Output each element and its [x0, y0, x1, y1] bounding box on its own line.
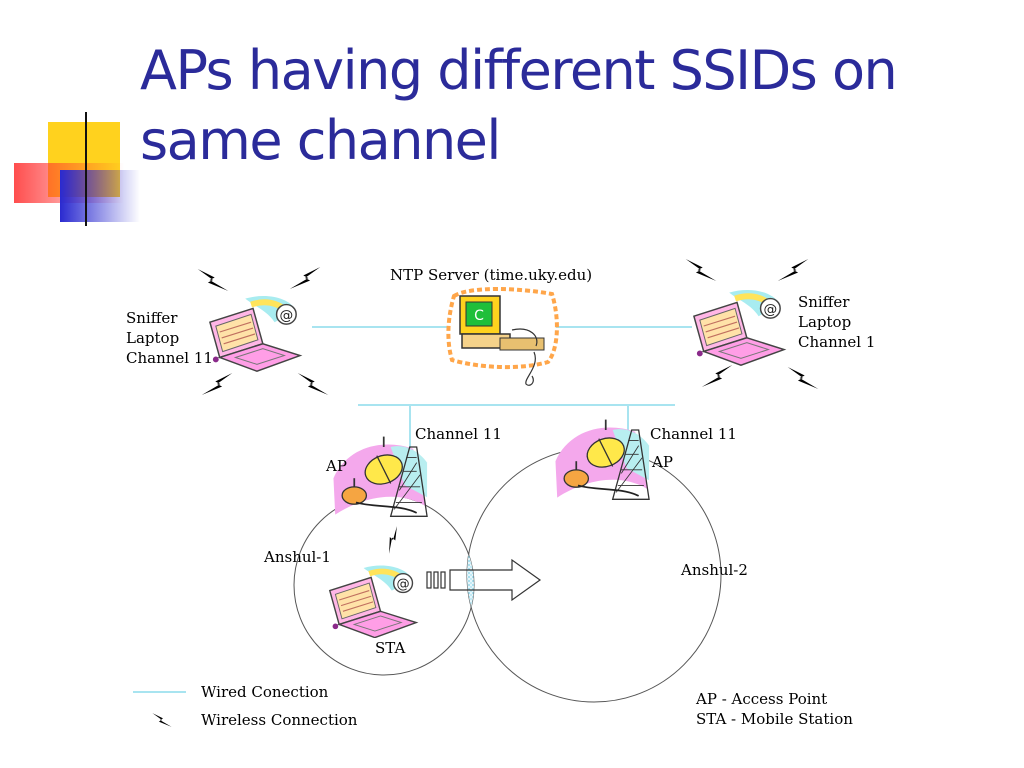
- lightning-bolt-icon: [701, 364, 733, 388]
- roaming-arrow-icon: [426, 558, 542, 602]
- legend-ap-definition: AP - Access Point: [696, 690, 828, 708]
- legend-sta-definition: STA - Mobile Station: [696, 710, 853, 728]
- ap-right-label: AP: [652, 453, 673, 471]
- sniffer-left-label: Sniffer Laptop Channel 11: [126, 308, 213, 368]
- lightning-bolt-icon: [201, 372, 233, 396]
- deco-blue-bar: [60, 170, 140, 222]
- lightning-bolt-icon: [777, 258, 809, 282]
- ntp-server-label: NTP Server (time.uky.edu): [390, 266, 593, 284]
- access-point-antenna-icon-right: [554, 418, 651, 501]
- slide-title: APs having different SSIDs on same chann…: [140, 36, 1000, 176]
- laptop-icon-sta: [330, 566, 416, 638]
- laptop-icon-sniffer-left: [210, 296, 300, 371]
- sniffer-right-line-1: Sniffer: [798, 293, 850, 311]
- sta-label: STA: [375, 639, 406, 657]
- sniffer-left-line-3: Channel 11: [126, 349, 213, 367]
- lightning-bolt-icon: [289, 266, 321, 290]
- sniffer-left-line-1: Sniffer: [126, 309, 178, 327]
- lightning-bolt-icon: [197, 268, 229, 292]
- legend-wireless-bolt: [152, 713, 172, 727]
- sniffer-right-line-2: Laptop: [798, 313, 852, 331]
- title-decoration: [14, 112, 1010, 226]
- title-line-1: APs having different SSIDs on: [140, 39, 898, 102]
- access-point-antenna-icon-left: [332, 435, 429, 518]
- ap-left-label: AP: [326, 457, 347, 475]
- title-line-2: same channel: [140, 109, 501, 172]
- sniffer-left-line-2: Laptop: [126, 329, 180, 347]
- lightning-bolt-icon: [297, 372, 329, 396]
- sniffer-right-label: Sniffer Laptop Channel 1: [798, 292, 875, 352]
- lightning-bolt-icon: [381, 526, 405, 554]
- ssid-anshul-1-label: Anshul-1: [264, 548, 331, 566]
- laptop-icon-sniffer-right: [694, 290, 784, 365]
- svg-text:C: C: [474, 308, 484, 324]
- server-computer-icon: C: [446, 287, 559, 386]
- ssid-anshul-2-label: Anshul-2: [681, 561, 748, 579]
- ap-left-channel-label: Channel 11: [415, 425, 502, 443]
- legend-wireless-label: Wireless Connection: [201, 711, 358, 729]
- lightning-bolt-icon: [787, 366, 819, 390]
- legend-wired-label: Wired Conection: [201, 683, 329, 701]
- lightning-bolt-icon: [685, 258, 717, 282]
- ap-right-channel-label: Channel 11: [650, 425, 737, 443]
- sniffer-right-line-3: Channel 1: [798, 333, 876, 351]
- wireless-bolts: [197, 258, 819, 554]
